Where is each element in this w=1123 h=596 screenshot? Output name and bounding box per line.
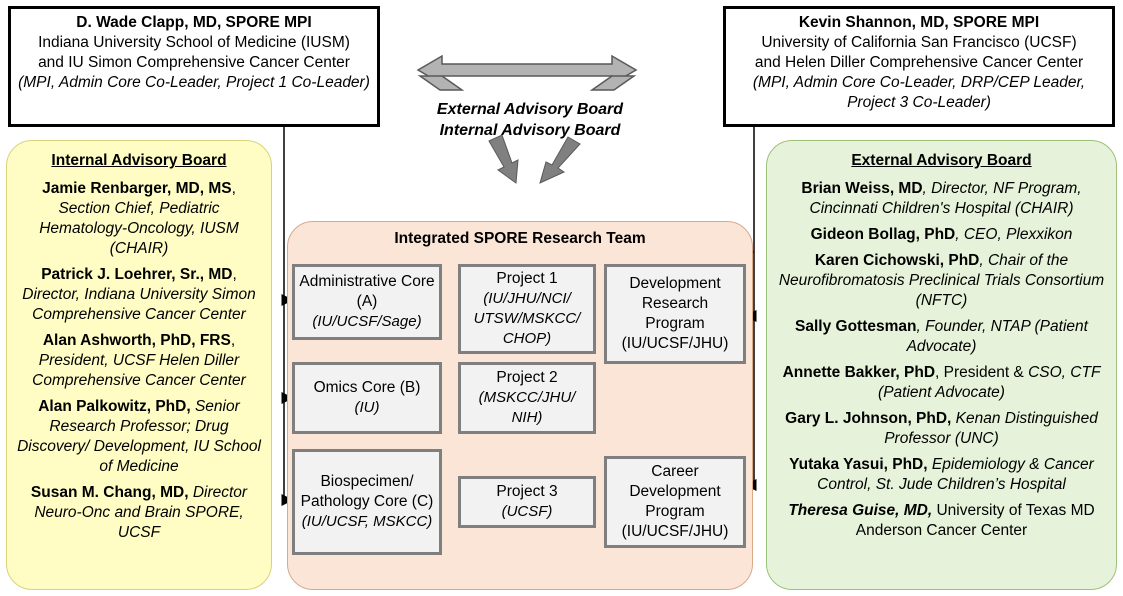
- internal-board-title: Internal Advisory Board: [51, 152, 227, 169]
- member-description: Epidemiology & Cancer Control, St. Jude …: [817, 456, 1094, 493]
- project2-label: Project 2: [496, 369, 558, 386]
- member-name: Karen Cichowski, PhD: [814, 252, 980, 269]
- mpi-left-line2: and IU Simon Comprehensive Cancer Center: [38, 54, 350, 71]
- mpi-left-name: D. Wade Clapp, MD, SPORE MPI: [76, 14, 312, 31]
- team-title: Integrated SPORE Research Team: [394, 230, 646, 247]
- drp-label: Development Research Program (IU/UCSF/JH…: [621, 275, 729, 352]
- external-board-member: Annette Bakker, PhD, President & CSO, CT…: [775, 363, 1108, 403]
- external-board-member: Brian Weiss, MD, Director, NF Program, C…: [775, 179, 1108, 219]
- project3-label: Project 3: [496, 483, 558, 500]
- project1-box: Project 1 (IU/JHU/NCI/ UTSW/MSKCC/ CHOP): [458, 264, 596, 354]
- member-description: CSO, CTF (Patient Advocate): [878, 364, 1101, 401]
- internal-board-member: Jamie Renbarger, MD, MS, Section Chief, …: [15, 179, 263, 259]
- member-separator: ,: [232, 266, 237, 283]
- admin-core-label: Administrative Core (A): [299, 273, 435, 310]
- member-plain-text: , President &: [935, 364, 1029, 381]
- project1-label: Project 1: [496, 270, 558, 287]
- external-board-title: External Advisory Board: [851, 152, 1032, 169]
- member-name: Patrick J. Loehrer, Sr., MD: [41, 266, 233, 283]
- member-name: Jamie Renbarger, MD, MS: [42, 180, 232, 197]
- external-board-member: Karen Cichowski, PhD, Chair of the Neuro…: [775, 251, 1108, 311]
- mpi-left-role: (MPI, Admin Core Co-Leader, Project 1 Co…: [18, 74, 370, 91]
- member-name: Brian Weiss, MD: [801, 180, 923, 197]
- member-description: , Chair of the Neurofibromatosis Preclin…: [778, 252, 1105, 309]
- external-board-member: Theresa Guise, MD, University of Texas M…: [775, 501, 1108, 541]
- member-description: Kenan Distinguished Professor (UNC): [884, 410, 1098, 447]
- cep-box: Career Development Program (IU/UCSF/JHU): [604, 456, 746, 548]
- member-description: , Director, NF Program, Cincinnati Child…: [809, 180, 1082, 217]
- member-description: , Founder, NTAP (Patient Advocate): [906, 318, 1088, 355]
- drp-box: Development Research Program (IU/UCSF/JH…: [604, 264, 746, 364]
- member-name: Susan M. Chang, MD,: [30, 484, 189, 501]
- mpi-right-role: (MPI, Admin Core Co-Leader, DRP/CEP Lead…: [752, 74, 1086, 111]
- member-name: Alan Ashworth, PhD, FRS: [42, 332, 231, 349]
- omics-core-box: Omics Core (B) (IU): [292, 362, 442, 434]
- member-plain-text: University of Texas MD Anderson Cancer C…: [855, 502, 1095, 539]
- mpi-left-line1: Indiana University School of Medicine (I…: [38, 34, 350, 51]
- bio-core-sites: (IU/UCSF, MSKCC): [301, 513, 433, 530]
- mpi-right-line1: University of California San Francisco (…: [761, 34, 1077, 51]
- internal-board-member: Alan Ashworth, PhD, FRS, President, UCSF…: [15, 331, 263, 391]
- member-name: Yutaka Yasui, PhD,: [789, 456, 928, 473]
- project3-box: Project 3 (UCSF): [458, 476, 596, 528]
- member-separator: ,: [230, 332, 236, 349]
- project1-sites: (IU/JHU/NCI/ UTSW/MSKCC/ CHOP): [473, 290, 581, 347]
- member-name: Sally Gottesman: [795, 318, 917, 335]
- project2-sites: (MSKCC/JHU/ NIH): [478, 389, 576, 426]
- member-name: Gary L. Johnson, PhD,: [785, 410, 952, 427]
- project3-sites: (UCSF): [501, 503, 553, 520]
- middle-label-external: External Advisory Board: [436, 101, 624, 118]
- member-description: Section Chief, Pediatric Hematology-Onco…: [39, 200, 239, 257]
- admin-core-sites: (IU/UCSF/Sage): [312, 313, 422, 330]
- member-separator: ,: [231, 180, 236, 197]
- bio-core-label: Biospecimen/ Pathology Core (C): [300, 473, 434, 510]
- external-board-member: Sally Gottesman, Founder, NTAP (Patient …: [775, 317, 1108, 357]
- external-board-member: Yutaka Yasui, PhD, Epidemiology & Cancer…: [775, 455, 1108, 495]
- external-board-members: Brian Weiss, MD, Director, NF Program, C…: [775, 179, 1108, 541]
- external-advisory-board-panel: External Advisory Board Brian Weiss, MD,…: [766, 140, 1117, 590]
- admin-core-box: Administrative Core (A) (IU/UCSF/Sage): [292, 264, 442, 340]
- bio-core-box: Biospecimen/ Pathology Core (C) (IU/UCSF…: [292, 449, 442, 555]
- down-arrows: [488, 134, 581, 184]
- member-description: , CEO, Plexxikon: [955, 226, 1073, 243]
- mpi-left-box: D. Wade Clapp, MD, SPORE MPI Indiana Uni…: [8, 6, 380, 127]
- mpi-right-name: Kevin Shannon, MD, SPORE MPI: [798, 14, 1040, 31]
- member-description: Senior Research Professor; Drug Discover…: [17, 398, 261, 475]
- internal-board-members: Jamie Renbarger, MD, MS, Section Chief, …: [15, 179, 263, 543]
- internal-board-member: Susan M. Chang, MD, Director Neuro-Onc a…: [15, 483, 263, 543]
- internal-board-member: Patrick J. Loehrer, Sr., MD, Director, I…: [15, 265, 263, 325]
- internal-board-member: Alan Palkowitz, PhD, Senior Research Pro…: [15, 397, 263, 477]
- middle-labels: External Advisory Board Internal Advisor…: [420, 99, 640, 141]
- mpi-right-box: Kevin Shannon, MD, SPORE MPI University …: [723, 6, 1115, 127]
- cep-label: Career Development Program (IU/UCSF/JHU): [621, 463, 729, 540]
- project2-box: Project 2 (MSKCC/JHU/ NIH): [458, 362, 596, 434]
- mpi-right-line2: and Helen Diller Comprehensive Cancer Ce…: [754, 54, 1084, 71]
- member-name: Gideon Bollag, PhD: [810, 226, 956, 243]
- middle-label-internal: Internal Advisory Board: [439, 122, 621, 139]
- omics-core-sites: (IU): [354, 399, 380, 416]
- member-description: Director, Indiana University Simon Compr…: [22, 286, 256, 323]
- member-description: President, UCSF Helen Diller Comprehensi…: [32, 352, 246, 389]
- member-name: Theresa Guise, MD,: [788, 502, 933, 519]
- member-description: Director Neuro-Onc and Brain SPORE, UCSF: [34, 484, 248, 541]
- double-headed-arrow: [416, 54, 638, 91]
- external-board-member: Gideon Bollag, PhD, CEO, Plexxikon: [775, 225, 1108, 245]
- external-board-member: Gary L. Johnson, PhD, Kenan Distinguishe…: [775, 409, 1108, 449]
- internal-advisory-board-panel: Internal Advisory Board Jamie Renbarger,…: [6, 140, 272, 590]
- member-name: Alan Palkowitz, PhD,: [38, 398, 191, 415]
- omics-core-label: Omics Core (B): [313, 379, 421, 396]
- member-name: Annette Bakker, PhD: [782, 364, 936, 381]
